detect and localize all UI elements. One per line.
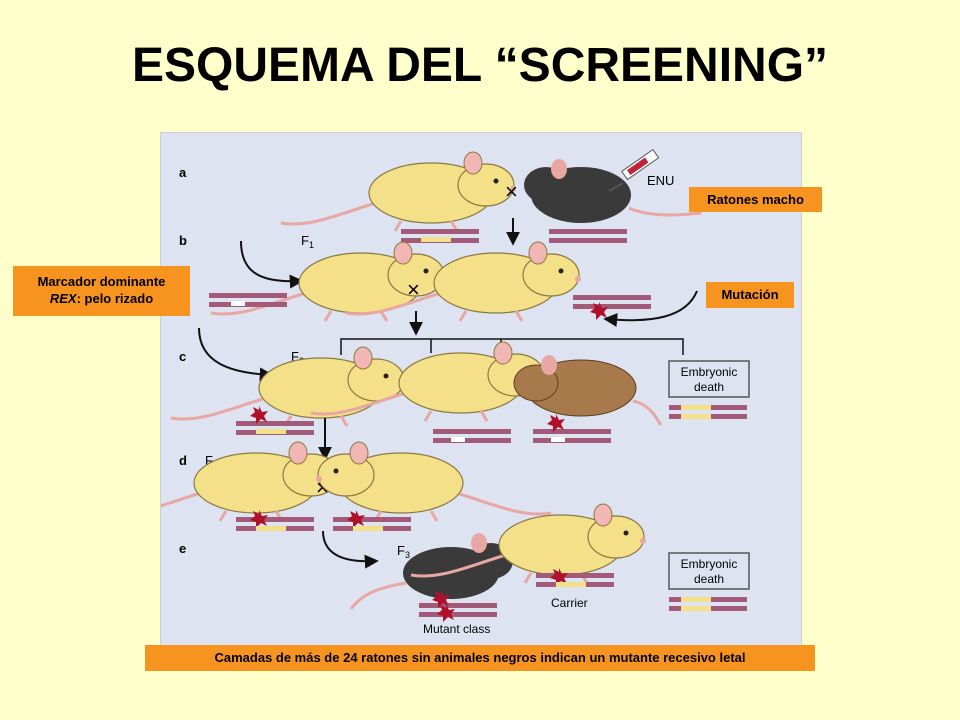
callout-ratones-macho: Ratones macho — [689, 187, 822, 212]
chromosome-pair-b-left — [209, 293, 287, 307]
arrow-c-in — [198, 327, 274, 382]
arrow-mutation — [603, 290, 698, 327]
step-label-d: d — [179, 453, 187, 468]
chromosome-pair-b-right — [573, 295, 651, 320]
rex-label: REX — [49, 291, 77, 306]
chromosome-pair-c4 — [669, 405, 747, 419]
step-label-a: a — [179, 165, 187, 180]
mouse-yellow-a — [279, 150, 518, 233]
callout-marcador-dominante: Marcador dominante REX: pelo rizado — [13, 266, 190, 316]
embryonic-death-e-line2: death — [694, 572, 724, 586]
chromosome-pair-d-right — [333, 510, 411, 531]
screening-diagram-panel: a b c d e × ENU F1 × F2 Embryonic death — [160, 132, 802, 648]
cross-symbol-b: × — [407, 277, 420, 302]
f3-label: F3 — [397, 543, 410, 560]
chromosome-pair-a-left — [401, 229, 479, 243]
embryonic-death-c-line2: death — [694, 380, 724, 394]
mouse-brown-c — [513, 355, 663, 426]
mouse-black-male — [524, 159, 702, 223]
mutant-class-label: Mutant class — [423, 622, 490, 636]
syringe-icon — [608, 148, 660, 192]
embryonic-death-box-c — [668, 360, 750, 398]
rex-description: : pelo rizado — [76, 291, 154, 306]
mouse-yellow-d-right — [316, 442, 551, 521]
step-label-b: b — [179, 233, 187, 248]
f1-label: F1 — [301, 233, 314, 250]
mouse-black-mutant — [349, 533, 513, 610]
embryonic-death-box-e — [668, 552, 750, 590]
carrier-label: Carrier — [551, 596, 588, 610]
callout-mutacion: Mutación — [706, 282, 794, 308]
mouse-yellow-c — [169, 345, 408, 428]
page-title: ESQUEMA DEL “SCREENING” — [131, 39, 829, 92]
mouse-yellow-d-left — [161, 440, 343, 523]
callout-marcador-line1: Marcador dominante — [37, 274, 166, 289]
step-label-c: c — [179, 349, 186, 364]
embryonic-death-e-line1: Embryonic — [681, 557, 738, 571]
arrow-e-in — [322, 530, 379, 569]
chromosome-pair-c2 — [433, 429, 511, 443]
enu-label: ENU — [647, 173, 674, 188]
screening-diagram: a b c d e × ENU F1 × F2 Embryonic death — [161, 148, 750, 636]
chromosome-pair-c1 — [236, 406, 314, 435]
callout-marcador-line2: REX: pelo rizado — [13, 290, 190, 307]
chromosome-pair-a-right — [549, 229, 627, 243]
step-label-e: e — [179, 541, 186, 556]
chromosome-pair-c3 — [533, 414, 611, 443]
arrow-b-in — [240, 240, 304, 289]
callout-camadas: Camadas de más de 24 ratones sin animale… — [145, 645, 815, 671]
chromosome-pair-d-left — [236, 510, 314, 531]
chromosome-pair-e-carrier — [536, 568, 614, 587]
chromosome-pair-e-death — [669, 597, 747, 611]
embryonic-death-c-line1: Embryonic — [681, 365, 738, 379]
cross-symbol-a: × — [505, 179, 518, 204]
